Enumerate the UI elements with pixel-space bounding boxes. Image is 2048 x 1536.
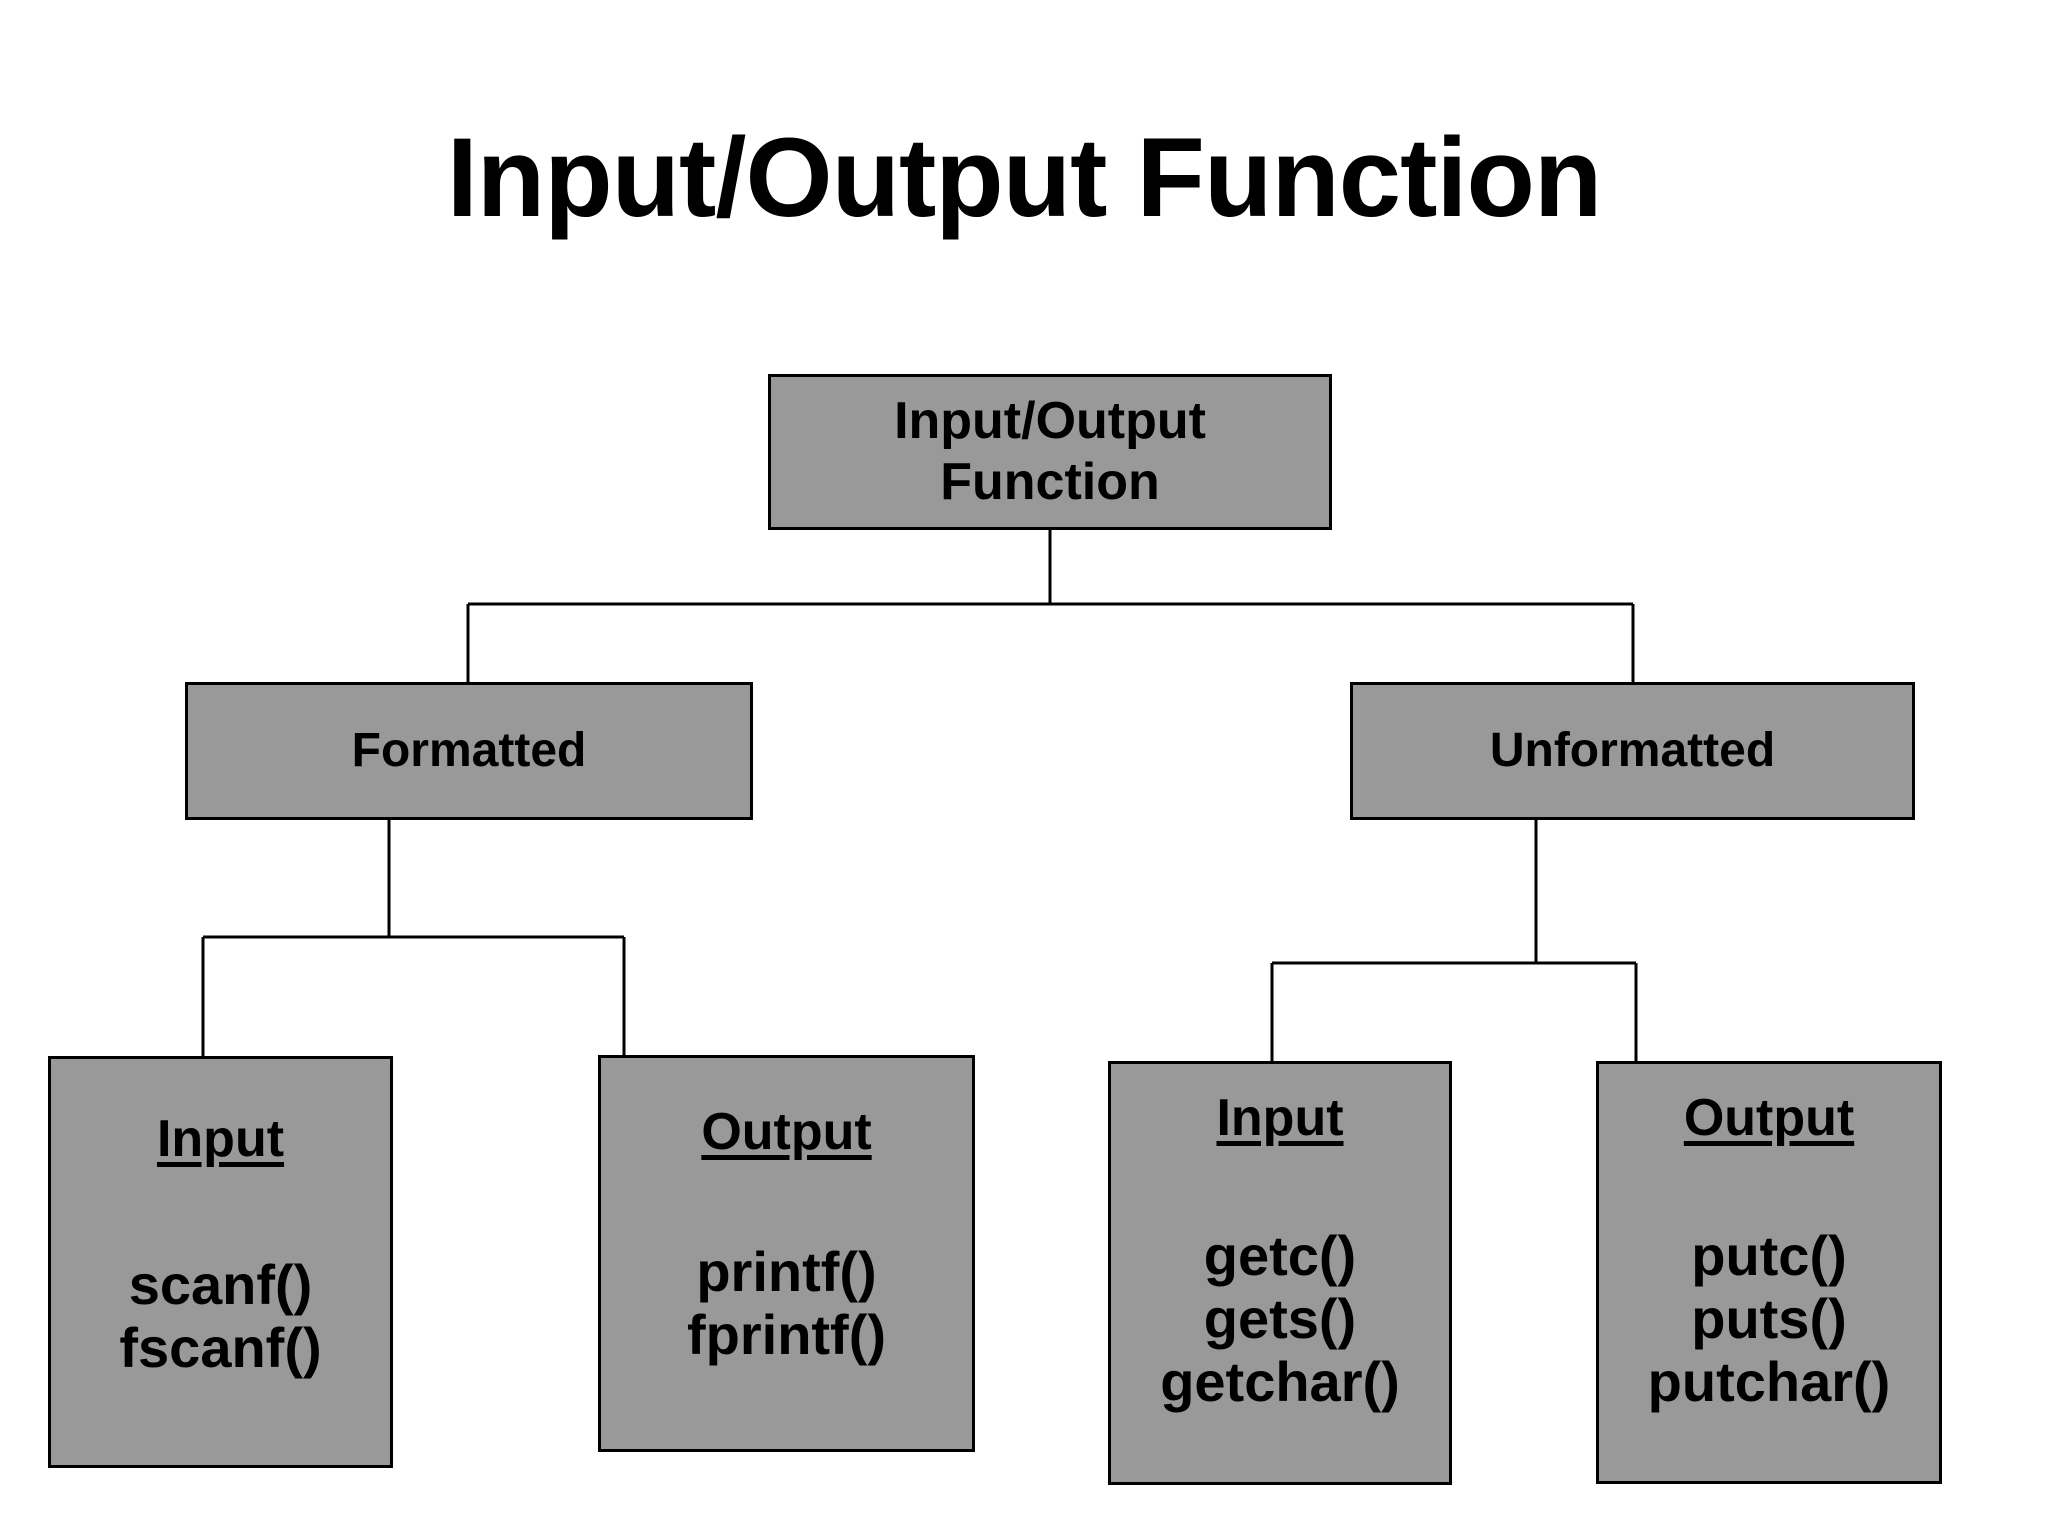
node-unformatted-label: Unformatted: [1489, 724, 1776, 778]
node-root-label: Input/Output Function: [894, 391, 1206, 511]
node-formatted-input-heading: Input: [156, 1110, 285, 1168]
node-unformatted-input-heading: Input: [1216, 1089, 1344, 1147]
node-unformatted[interactable]: Unformatted: [1350, 682, 1915, 820]
page-title: Input/Output Function: [446, 115, 1603, 240]
node-formatted-label: Formatted: [351, 724, 587, 778]
node-formatted-output[interactable]: Output printf() fprintf(): [598, 1055, 975, 1452]
node-formatted-input[interactable]: Input scanf() fscanf(): [48, 1056, 393, 1468]
node-unformatted-output-heading: Output: [1683, 1089, 1855, 1147]
node-formatted-input-functions: scanf() fscanf(): [119, 1253, 322, 1379]
node-unformatted-input-functions: getc() gets() getchar(): [1160, 1224, 1400, 1413]
node-unformatted-output[interactable]: Output putc() puts() putchar(): [1596, 1061, 1942, 1484]
node-unformatted-input[interactable]: Input getc() gets() getchar(): [1108, 1061, 1452, 1485]
node-unformatted-output-functions: putc() puts() putchar(): [1647, 1224, 1891, 1413]
node-root[interactable]: Input/Output Function: [768, 374, 1332, 530]
node-formatted-output-functions: printf() fprintf(): [686, 1240, 886, 1366]
node-formatted[interactable]: Formatted: [185, 682, 753, 820]
node-formatted-output-heading: Output: [701, 1103, 872, 1161]
